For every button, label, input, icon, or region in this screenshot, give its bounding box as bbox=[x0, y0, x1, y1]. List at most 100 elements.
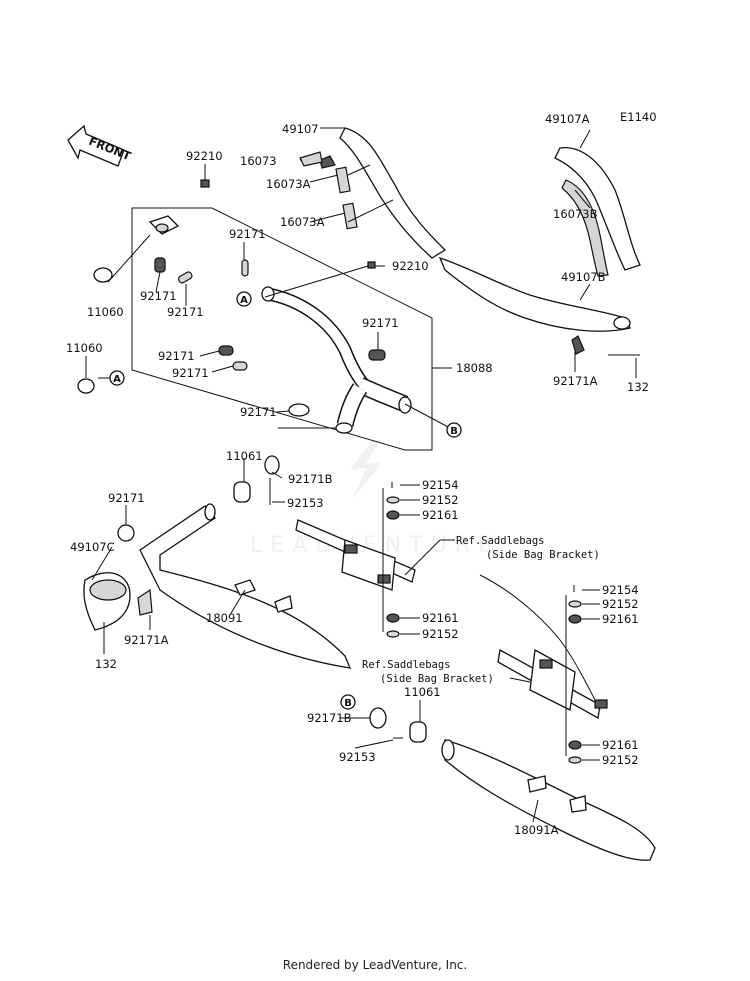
clamp-92171B-top bbox=[264, 455, 280, 475]
label-49107C: 49107C bbox=[70, 540, 115, 554]
muffler-18091A bbox=[441, 739, 656, 861]
label-11061-top: 11061 bbox=[226, 449, 263, 463]
muffler-18091 bbox=[139, 503, 352, 669]
clamp-92171-5 bbox=[232, 361, 248, 371]
label-49107B: 49107B bbox=[561, 270, 606, 284]
ref-side-bag-bracket-2: (Side Bag Bracket) bbox=[380, 673, 494, 685]
diagram-code: E1140 bbox=[620, 110, 657, 124]
label-92161-1: 92161 bbox=[422, 508, 459, 522]
group-bracket-18088 bbox=[131, 207, 433, 451]
label-11060-top: 11060 bbox=[87, 305, 124, 319]
nut-92161-3 bbox=[568, 614, 582, 624]
washer-92152-4 bbox=[568, 756, 582, 764]
label-92171-1: 92171 bbox=[140, 289, 177, 303]
callout-b-label-2: B bbox=[344, 698, 352, 709]
label-92171A-left: 92171A bbox=[124, 633, 169, 647]
label-92171-2: 92171 bbox=[167, 305, 204, 319]
clamp-92171-3 bbox=[241, 259, 249, 277]
label-18091: 18091 bbox=[206, 611, 243, 625]
label-92171-heat: 92171 bbox=[108, 491, 145, 505]
leader-lines bbox=[85, 127, 637, 823]
label-92171-4: 92171 bbox=[158, 349, 195, 363]
label-132-left: 132 bbox=[95, 657, 117, 671]
callout-a-label-1: A bbox=[113, 374, 121, 385]
label-11061-bottom: 11061 bbox=[404, 685, 441, 699]
cap-92171-heat bbox=[117, 524, 135, 542]
ref-side-bag-bracket-1: (Side Bag Bracket) bbox=[486, 549, 600, 561]
label-92152-4: 92152 bbox=[602, 753, 639, 767]
label-11060-left: 11060 bbox=[66, 341, 103, 355]
label-92171B-top: 92171B bbox=[288, 472, 333, 486]
clamp-92171-2 bbox=[177, 271, 193, 284]
clamp-92171A-left bbox=[137, 588, 153, 616]
nut-92161-4 bbox=[568, 740, 582, 750]
part-labels: 92210 11060 11060 92171 92171 92171 9217… bbox=[66, 112, 649, 837]
label-92152-3: 92152 bbox=[602, 597, 639, 611]
label-92152-1: 92152 bbox=[422, 493, 459, 507]
label-18088: 18088 bbox=[456, 361, 493, 375]
label-16073: 16073 bbox=[240, 154, 277, 168]
callout-b-top: B bbox=[446, 422, 462, 438]
label-92171-3: 92171 bbox=[229, 227, 266, 241]
ref-saddlebags-2: Ref.Saddlebags bbox=[362, 659, 451, 671]
heat-shield-16073 bbox=[299, 151, 323, 167]
callout-a-left: A bbox=[98, 370, 125, 386]
gasket-11060-left bbox=[77, 378, 95, 394]
label-92153-bottom: 92153 bbox=[339, 750, 376, 764]
label-49107A: 49107A bbox=[545, 112, 590, 126]
front-arrow-icon: FRONT bbox=[67, 124, 133, 167]
label-92161-2: 92161 bbox=[422, 611, 459, 625]
nut-92161-2 bbox=[386, 613, 400, 623]
nut-92161-1 bbox=[386, 510, 400, 520]
label-92161-4: 92161 bbox=[602, 738, 639, 752]
label-92171-7: 92171 bbox=[240, 405, 277, 419]
label-16073B: 16073B bbox=[553, 207, 598, 221]
callout-b-bottom: B bbox=[340, 694, 356, 710]
label-92161-3: 92161 bbox=[602, 612, 639, 626]
washer-92152-1 bbox=[386, 496, 400, 504]
label-92171-6: 92171 bbox=[362, 316, 399, 330]
gasket-11061-bottom bbox=[409, 721, 427, 743]
label-16073A-1: 16073A bbox=[266, 177, 311, 191]
clamp-92171B-bottom bbox=[369, 707, 387, 729]
clamp-92171-7 bbox=[288, 403, 310, 417]
heat-shield-49107A bbox=[554, 147, 641, 271]
callout-a-label-2: A bbox=[240, 295, 248, 306]
saddlebag-bracket-lower bbox=[479, 574, 608, 720]
heat-shield-16073A-1 bbox=[335, 166, 351, 194]
reference-notes: Ref.Saddlebags (Side Bag Bracket) Ref.Sa… bbox=[362, 535, 600, 685]
heat-shield-49107 bbox=[319, 127, 447, 259]
heat-shield-16073B bbox=[561, 179, 609, 277]
label-92210-mid: 92210 bbox=[392, 259, 429, 273]
washer-92152-2 bbox=[386, 630, 400, 638]
clamp-92171-4 bbox=[218, 345, 234, 356]
callout-a-right: A bbox=[236, 291, 252, 307]
nut-92210-mid bbox=[367, 261, 376, 269]
saddlebag-bracket-upper bbox=[295, 519, 441, 591]
label-92171B-bottom: 92171B bbox=[307, 711, 352, 725]
footer-credit: Rendered by LeadVenture, Inc. bbox=[282, 958, 468, 972]
label-92152-2: 92152 bbox=[422, 627, 459, 641]
heat-shield-16073A-2 bbox=[342, 202, 358, 230]
callout-b-label-1: B bbox=[450, 426, 458, 437]
label-92171A-right: 92171A bbox=[553, 374, 598, 388]
label-92210-top: 92210 bbox=[186, 149, 223, 163]
gasket-11060-top bbox=[93, 267, 113, 283]
ref-saddlebags-1: Ref.Saddlebags bbox=[456, 535, 545, 547]
clamp-92171-1 bbox=[154, 257, 166, 273]
gasket-11061-top bbox=[233, 481, 251, 503]
label-132-right: 132 bbox=[627, 380, 649, 394]
label-92153-top: 92153 bbox=[287, 496, 324, 510]
clamp-92171A-right bbox=[571, 335, 585, 355]
clamp-92171-6 bbox=[368, 349, 386, 361]
label-92171-5: 92171 bbox=[172, 366, 209, 380]
label-18091A: 18091A bbox=[514, 823, 559, 837]
heat-shield-49107C bbox=[83, 572, 131, 631]
head-pipe-assembly bbox=[148, 215, 412, 434]
washer-92152-3 bbox=[568, 600, 582, 608]
label-49107: 49107 bbox=[282, 122, 319, 136]
label-92154-1: 92154 bbox=[422, 478, 459, 492]
label-92154-2: 92154 bbox=[602, 583, 639, 597]
